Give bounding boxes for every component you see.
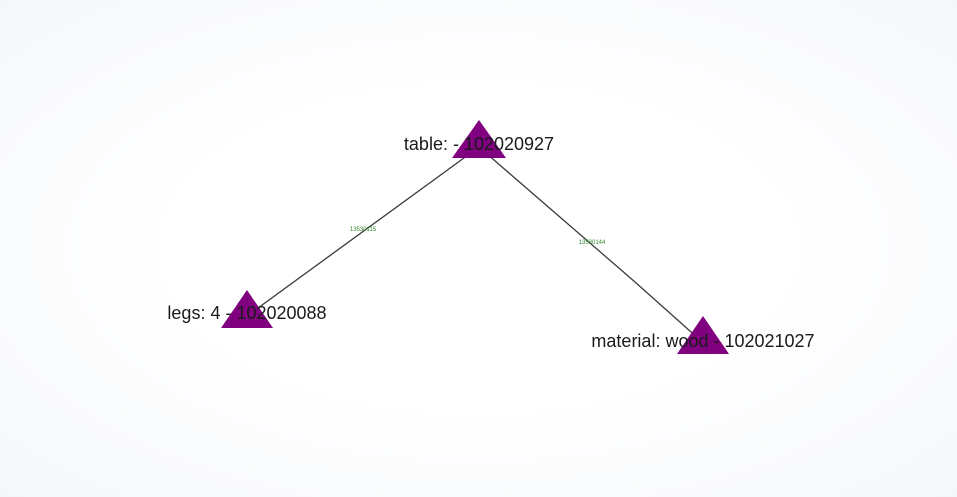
triangle-icon	[677, 316, 729, 354]
edge-label: 13530115	[350, 227, 377, 233]
edge-table-legs[interactable]: 13530115	[246, 146, 480, 317]
edge-line	[478, 146, 636, 283]
node-label: legs: 4 - 102020088	[167, 303, 326, 323]
node-table[interactable]: table: - 102020927	[404, 120, 554, 158]
node-material[interactable]: material: wood - 102021027	[591, 316, 815, 354]
edge-line	[634, 281, 701, 341]
edge-label: 13530144	[579, 240, 606, 246]
node-legs[interactable]: legs: 4 - 102020088	[167, 290, 327, 328]
triangle-icon	[452, 120, 506, 158]
triangle-icon	[221, 290, 273, 328]
edge-table-material[interactable]: 13530144	[478, 146, 701, 341]
node-label: material: wood - 102021027	[591, 331, 814, 351]
edge-line	[246, 146, 480, 317]
node-label: table: - 102020927	[404, 134, 554, 154]
